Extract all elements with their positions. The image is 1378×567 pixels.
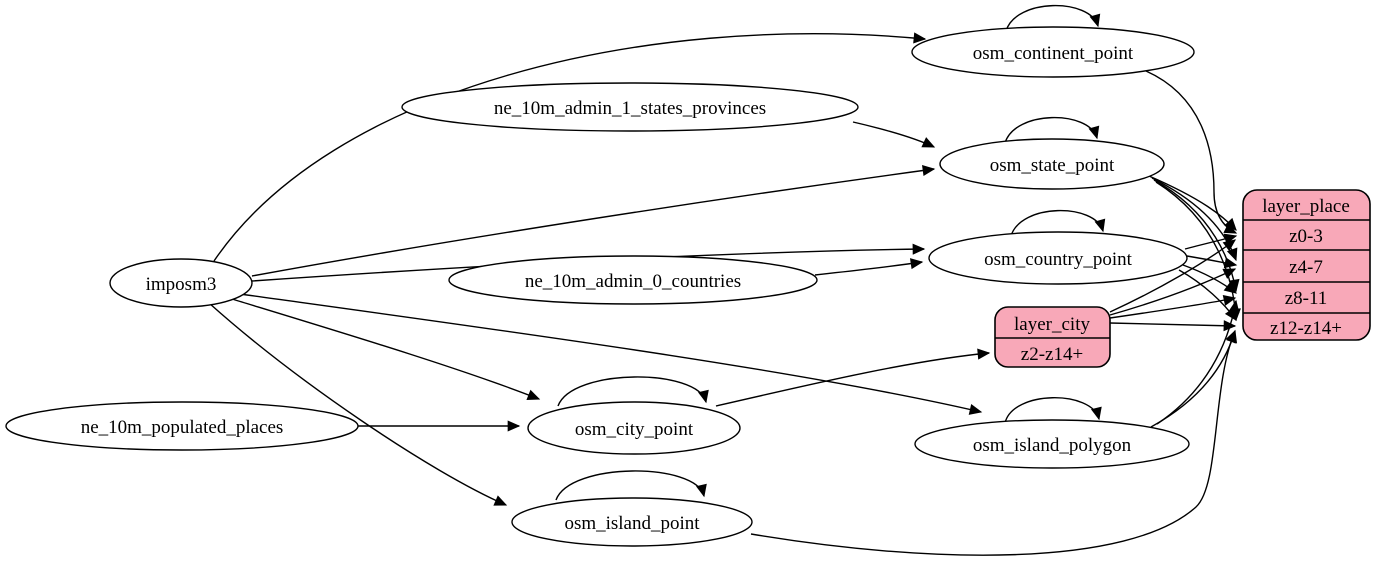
osm_island_polygon-ellipse	[914, 419, 1190, 469]
ne_10m_populated_places-ellipse	[5, 401, 359, 451]
layer_place-row-z0-3: z0-3	[1289, 226, 1323, 247]
ne_10m_admin_1_states_provinces-label: ne_10m_admin_1_states_provinces	[494, 98, 766, 119]
self-loop-osm_state_point	[1004, 116, 1100, 144]
edge-ne_10m_admin_0_countries-osm_country_point	[814, 258, 924, 276]
edge-imposm3-osm_city_point	[231, 298, 541, 401]
osm_island_polygon-label: osm_island_polygon	[973, 435, 1132, 456]
edge-osm_country_point-layer_place-z0-3	[1184, 233, 1238, 250]
osm_city_point-ellipse	[527, 401, 741, 455]
node-osm_city_point: osm_city_point	[527, 401, 741, 455]
layer_city-row-z2-z14: z2-z14+	[1021, 344, 1083, 365]
record-layer_city: layer_city z2-z14+	[994, 306, 1111, 368]
record-layer_place: layer_place z0-3 z4-7 z8-11 z12-z14+	[1242, 189, 1371, 341]
node-imposm3: imposm3	[109, 258, 253, 308]
osm_country_point-label: osm_country_point	[984, 249, 1132, 270]
node-osm_island_point: osm_island_point	[511, 497, 753, 547]
node-osm_state_point: osm_state_point	[939, 138, 1165, 190]
edge-osm_island_polygon-layer_place-z8-11	[1156, 299, 1240, 425]
ne_10m_populated_places-label: ne_10m_populated_places	[81, 417, 284, 438]
edge-osm_state_point-layer_place-z4-7	[1151, 177, 1238, 262]
self-loop-osm_continent_point	[1005, 4, 1101, 32]
edge-layer_city-layer_place-z8-11	[1109, 294, 1237, 319]
edge-osm_country_point-layer_place-z8-11	[1182, 264, 1237, 294]
node-osm_country_point: osm_country_point	[928, 231, 1188, 285]
layer_place-box	[1242, 189, 1371, 341]
edge-layer_city-layer_place-z0-3	[1109, 239, 1237, 313]
edge-layer_city-layer_place-z4-7	[1109, 268, 1237, 316]
osm_city_point-label: osm_city_point	[575, 419, 694, 440]
ne_10m_admin_1_states_provinces-ellipse	[401, 82, 859, 132]
osm_island_point-label: osm_island_point	[564, 513, 700, 534]
layer_place-row-z4-7: z4-7	[1289, 257, 1323, 278]
layer_city-title: layer_city	[1014, 314, 1090, 335]
osm_state_point-ellipse	[939, 138, 1165, 190]
node-osm_continent_point: osm_continent_point	[911, 26, 1195, 78]
ne_10m_admin_0_countries-label: ne_10m_admin_0_countries	[525, 271, 741, 292]
edge-imposm3-osm_continent_point	[213, 32, 927, 262]
edge-osm_country_point-layer_place-z12-z14	[1178, 269, 1237, 322]
edge-ne_10m_admin_1_states_provinces-osm_state_point	[852, 121, 936, 148]
edge-osm_city_point-layer_city-z2-z14	[715, 348, 991, 407]
node-osm_island_polygon: osm_island_polygon	[914, 419, 1190, 469]
layer_city-box	[994, 306, 1111, 368]
self-loop-osm_island_point	[555, 470, 707, 501]
osm_island_point-ellipse	[511, 497, 753, 547]
node-ne_10m_admin_0_countries: ne_10m_admin_0_countries	[448, 255, 818, 305]
osm_continent_point-label: osm_continent_point	[973, 43, 1134, 64]
node-ne_10m_populated_places: ne_10m_populated_places	[5, 401, 359, 451]
imposm3-ellipse	[109, 258, 253, 308]
edge-layer	[208, 4, 1241, 556]
layer_place-row-z12-z14: z12-z14+	[1270, 318, 1342, 339]
node-ne_10m_admin_1_states_provinces: ne_10m_admin_1_states_provinces	[401, 82, 859, 132]
self-loop-osm_country_point	[1010, 209, 1106, 237]
edge-osm_state_point-layer_place-z8-11	[1153, 179, 1240, 293]
edge-osm_island_point-layer_place-z12-z14	[750, 329, 1236, 556]
self-loop-osm_city_point	[557, 376, 709, 407]
osm_continent_point-ellipse	[911, 26, 1195, 78]
edge-imposm3-osm_island_point	[208, 302, 508, 506]
edge-osm_state_point-layer_place-z0-3	[1148, 175, 1237, 231]
osm_state_point-label: osm_state_point	[990, 155, 1115, 176]
edge-layer_city-layer_place-z12-z14	[1109, 320, 1237, 332]
osm_country_point-ellipse	[928, 231, 1188, 285]
edge-osm_country_point-layer_place-z4-7	[1186, 255, 1238, 269]
ne_10m_admin_0_countries-ellipse	[448, 255, 818, 305]
self-loop-osm_island_polygon	[1004, 397, 1102, 424]
edge-imposm3-osm_state_point	[251, 165, 936, 277]
imposm3-label: imposm3	[146, 274, 217, 295]
layer_place-title: layer_place	[1262, 196, 1350, 217]
layer_place-row-z8-11: z8-11	[1285, 288, 1328, 309]
edge-imposm3-osm_island_polygon	[239, 293, 983, 415]
edge-osm_continent_point-layer_place-z0-3	[1145, 70, 1238, 234]
